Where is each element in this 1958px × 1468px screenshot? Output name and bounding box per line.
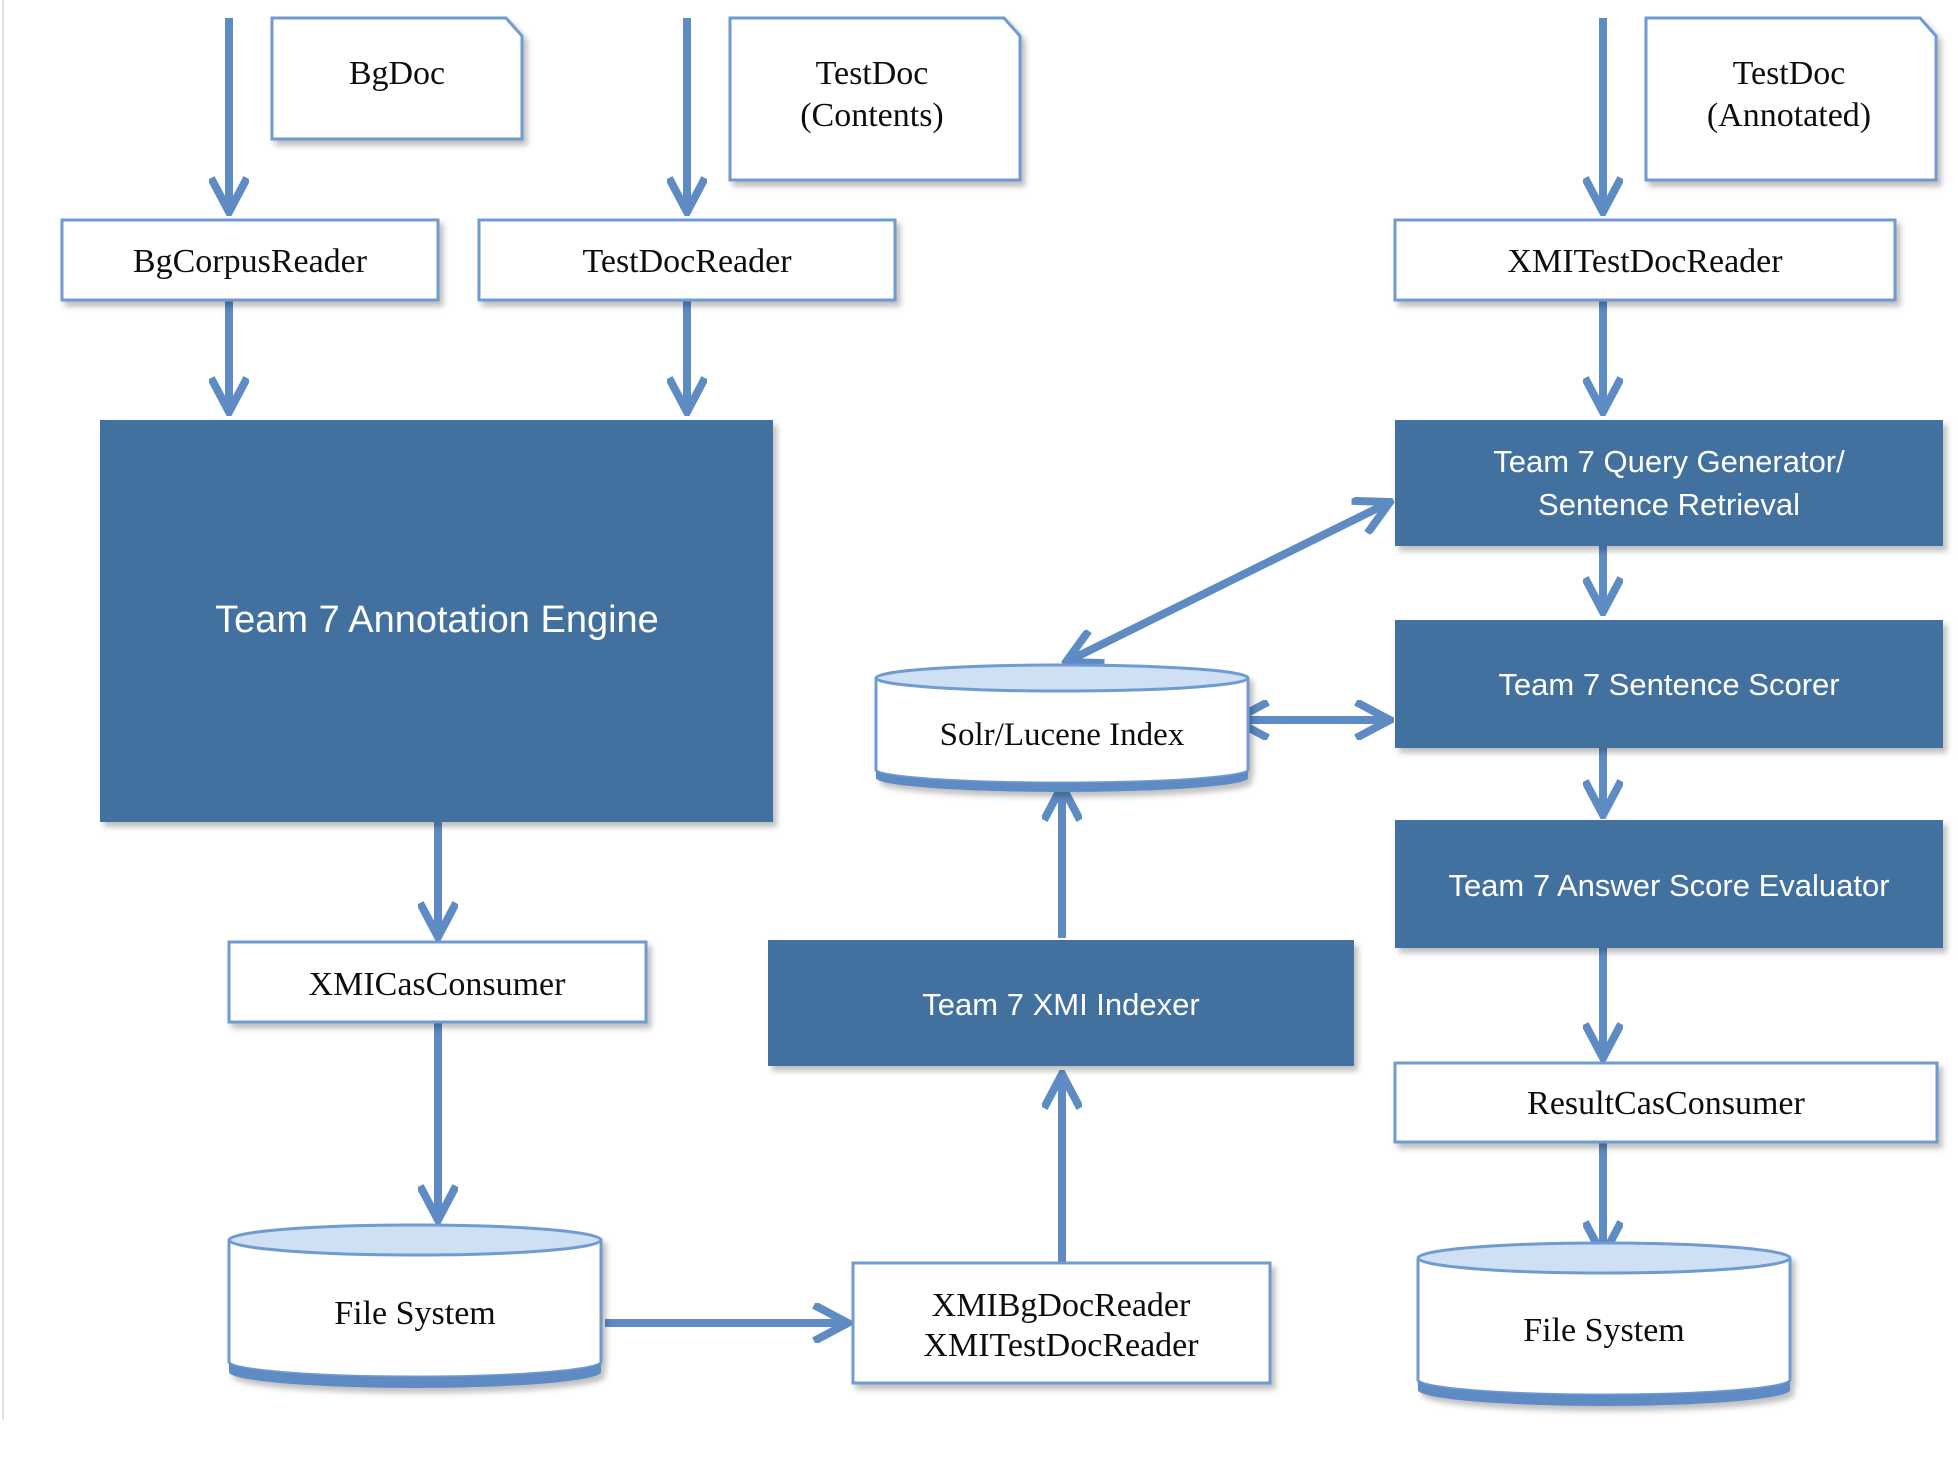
doc-testdoc-contents: TestDoc (Contents) <box>728 16 1022 182</box>
store-file-system-right-label: File System <box>1523 1312 1685 1349</box>
box-xmitestdocreader-label: XMITestDocReader <box>1507 243 1783 280</box>
store-file-system-left: File System <box>227 1223 603 1388</box>
engine-answer-score-evaluator: Team 7 Answer Score Evaluator <box>1395 820 1943 948</box>
box-xmicasconsumer-label: XMICasConsumer <box>309 966 567 1003</box>
engine-query-generator-line1: Team 7 Query Generator/ <box>1493 444 1845 479</box>
doc-testdoc-contents-line2: (Contents) <box>800 97 944 134</box>
box-xmicasconsumer: XMICasConsumer <box>227 940 648 1024</box>
box-xmi-readers: XMIBgDocReader XMITestDocReader <box>851 1261 1272 1385</box>
engine-annotation: Team 7 Annotation Engine <box>100 420 773 822</box>
doc-testdoc-annotated-line2: (Annotated) <box>1707 97 1871 134</box>
arrows <box>229 18 1603 1323</box>
engine-answer-score-evaluator-label: Team 7 Answer Score Evaluator <box>1448 868 1889 903</box>
engine-sentence-scorer-label: Team 7 Sentence Scorer <box>1498 667 1839 702</box>
box-bgcorpusreader: BgCorpusReader <box>60 218 440 302</box>
doc-testdoc-contents-line1: TestDoc <box>816 55 929 92</box>
engine-query-generator: Team 7 Query Generator/ Sentence Retriev… <box>1395 420 1943 546</box>
engine-xmi-indexer: Team 7 XMI Indexer <box>768 940 1354 1066</box>
arrow-solr-query-bidirectional <box>1066 502 1390 662</box>
engine-query-generator-line2: Sentence Retrieval <box>1538 487 1800 522</box>
engine-annotation-label: Team 7 Annotation Engine <box>215 599 659 641</box>
box-xmitestdocreader: XMITestDocReader <box>1393 218 1897 302</box>
box-xmi-readers-line2: XMITestDocReader <box>923 1327 1199 1364</box>
store-file-system-left-label: File System <box>334 1295 496 1332</box>
box-testdocreader-label: TestDocReader <box>582 243 792 280</box>
doc-bgdoc: BgDoc <box>270 16 524 141</box>
box-resultcasconsumer: ResultCasConsumer <box>1393 1061 1939 1144</box>
engine-xmi-indexer-label: Team 7 XMI Indexer <box>922 987 1199 1022</box>
box-resultcasconsumer-label: ResultCasConsumer <box>1527 1085 1805 1122</box>
doc-testdoc-annotated: TestDoc (Annotated) <box>1644 16 1938 182</box>
doc-testdoc-annotated-line1: TestDoc <box>1733 55 1846 92</box>
store-file-system-right: File System <box>1416 1241 1792 1406</box>
doc-bgdoc-label: BgDoc <box>349 55 445 92</box>
store-solr-index: Solr/Lucene Index <box>874 663 1250 792</box>
engine-sentence-scorer: Team 7 Sentence Scorer <box>1395 620 1943 748</box>
store-solr-index-label: Solr/Lucene Index <box>940 717 1185 753</box>
box-bgcorpusreader-label: BgCorpusReader <box>133 243 368 280</box>
box-testdocreader: TestDocReader <box>477 218 897 302</box>
box-xmi-readers-line1: XMIBgDocReader <box>932 1287 1191 1324</box>
